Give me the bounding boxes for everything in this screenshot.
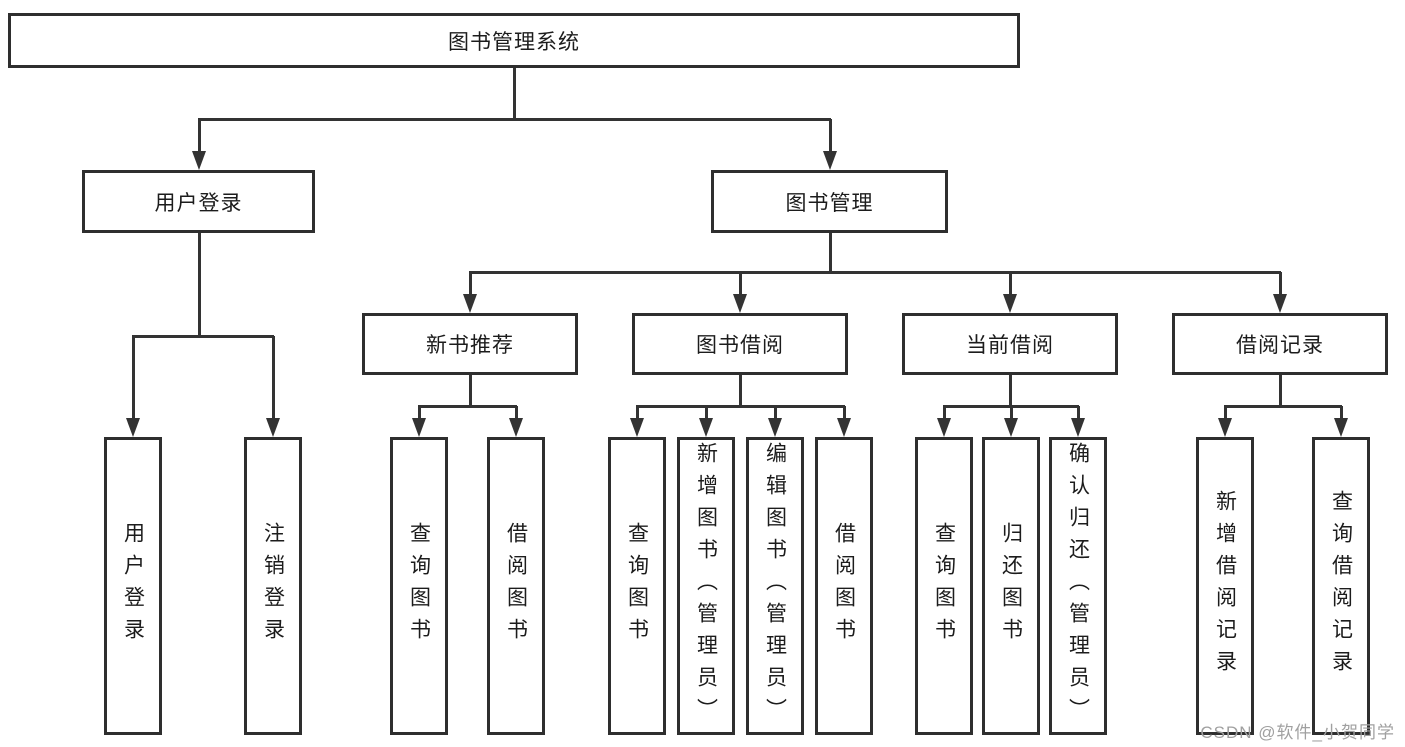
arrow-to-borrow-add-books (699, 406, 713, 437)
edge-book-management-bar (469, 271, 1281, 274)
edge-root-bar (198, 118, 831, 121)
csdn-watermark: CSDN @软件_小贺同学 (1200, 723, 1395, 742)
arrow-to-current-return-books (1004, 406, 1018, 437)
leaf-current-confirm-return: 确认归还（管理员） (1049, 437, 1107, 735)
leaf-records-add: 新增借阅记录 (1196, 437, 1254, 735)
edge-borrow-records-stem (1279, 375, 1282, 406)
leaf-records-query-label: 查询借阅记录 (1329, 490, 1353, 682)
node-user-login-label: 用户登录 (154, 191, 243, 215)
arrow-to-borrow-query-books (630, 406, 644, 437)
leaf-current-query-books-label: 查询图书 (932, 522, 956, 650)
arrow-to-leaf-logout (266, 336, 280, 437)
leaf-borrow-query-books-label: 查询图书 (625, 522, 649, 650)
leaf-borrow-query-books: 查询图书 (608, 437, 666, 735)
arrow-to-borrow-records (1273, 272, 1287, 313)
edge-new-book-recommend-bar (418, 405, 517, 408)
node-book-management: 图书管理 (711, 170, 948, 233)
arrow-to-current-borrow (1003, 272, 1017, 313)
leaf-logout: 注销登录 (244, 437, 302, 735)
arrow-to-current-query-books (937, 406, 951, 437)
node-borrow-records-label: 借阅记录 (1236, 334, 1324, 357)
leaf-borrow-borrow-books-label: 借阅图书 (832, 522, 856, 650)
leaf-logout-label: 注销登录 (261, 522, 285, 650)
arrow-to-borrow-edit-books (768, 406, 782, 437)
node-user-login: 用户登录 (82, 170, 315, 233)
leaf-borrow-add-books-label: 新增图书（管理员） (694, 442, 718, 730)
leaf-current-query-books: 查询图书 (915, 437, 973, 735)
arrow-to-user-login (192, 119, 206, 170)
node-current-borrow-label: 当前借阅 (966, 334, 1054, 357)
edge-new-book-recommend-stem (469, 375, 472, 406)
node-borrow-records: 借阅记录 (1172, 313, 1388, 375)
arrow-to-recommend-query-books (412, 406, 426, 437)
leaf-current-return-books-label: 归还图书 (999, 522, 1023, 650)
arrow-to-recommend-borrow-books (509, 406, 523, 437)
node-library-system-label: 图书管理系统 (448, 30, 580, 54)
leaf-recommend-query-books-label: 查询图书 (407, 522, 431, 650)
leaf-recommend-query-books: 查询图书 (390, 437, 448, 735)
node-book-borrow: 图书借阅 (632, 313, 848, 375)
arrow-to-current-confirm-return (1071, 406, 1085, 437)
node-current-borrow: 当前借阅 (902, 313, 1118, 375)
leaf-recommend-borrow-books: 借阅图书 (487, 437, 545, 735)
edge-user-login-bar (132, 335, 274, 338)
arrow-to-leaf-user-login (126, 336, 140, 437)
node-book-borrow-label: 图书借阅 (696, 334, 784, 357)
leaf-borrow-edit-books: 编辑图书（管理员） (746, 437, 804, 735)
node-book-management-label: 图书管理 (785, 191, 874, 215)
edge-book-borrow-stem (739, 375, 742, 406)
edge-borrow-records-bar (1224, 405, 1342, 408)
leaf-borrow-edit-books-label: 编辑图书（管理员） (763, 442, 787, 730)
edge-book-borrow-bar (636, 405, 845, 408)
leaf-borrow-add-books: 新增图书（管理员） (677, 437, 735, 735)
leaf-recommend-borrow-books-label: 借阅图书 (504, 522, 528, 650)
edge-current-borrow-stem (1009, 375, 1012, 406)
leaf-current-return-books: 归还图书 (982, 437, 1040, 735)
edge-user-login-stem (198, 233, 201, 336)
node-new-book-recommend-label: 新书推荐 (426, 334, 514, 357)
edge-book-management-stem (829, 233, 832, 272)
node-new-book-recommend: 新书推荐 (362, 313, 578, 375)
arrow-to-book-borrow (733, 272, 747, 313)
edge-root-stem (513, 68, 516, 119)
leaf-user-login: 用户登录 (104, 437, 162, 735)
arrow-to-records-add (1218, 406, 1232, 437)
arrow-to-new-book-recommend (463, 272, 477, 313)
leaf-borrow-borrow-books: 借阅图书 (815, 437, 873, 735)
node-library-system: 图书管理系统 (8, 13, 1020, 68)
leaf-records-add-label: 新增借阅记录 (1213, 490, 1237, 682)
leaf-current-confirm-return-label: 确认归还（管理员） (1066, 442, 1090, 730)
arrow-to-book-management (823, 119, 837, 170)
arrow-to-records-query (1334, 406, 1348, 437)
arrow-to-borrow-borrow-books (837, 406, 851, 437)
leaf-records-query: 查询借阅记录 (1312, 437, 1370, 735)
leaf-user-login-label: 用户登录 (121, 522, 145, 650)
